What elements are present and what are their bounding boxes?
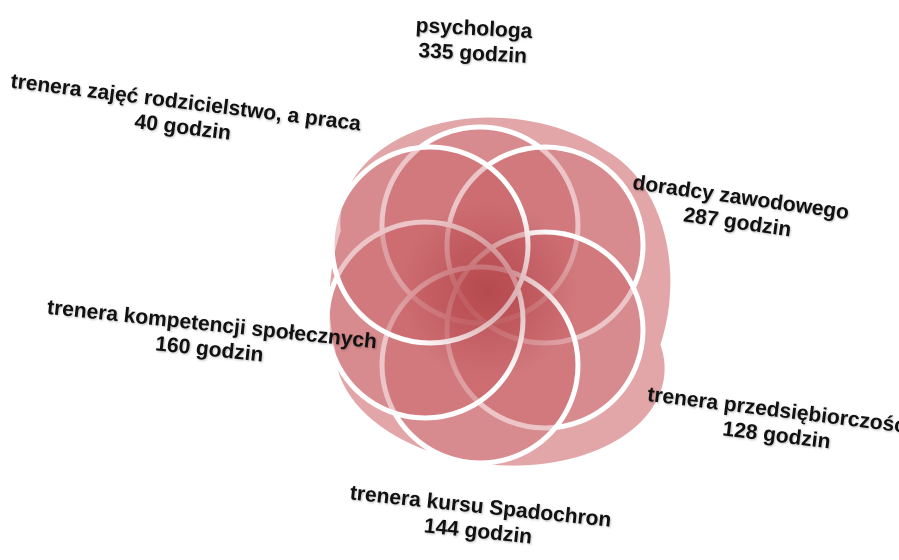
label-psychologa: psychologa 335 godzin <box>414 13 533 69</box>
center-shade <box>398 200 578 380</box>
